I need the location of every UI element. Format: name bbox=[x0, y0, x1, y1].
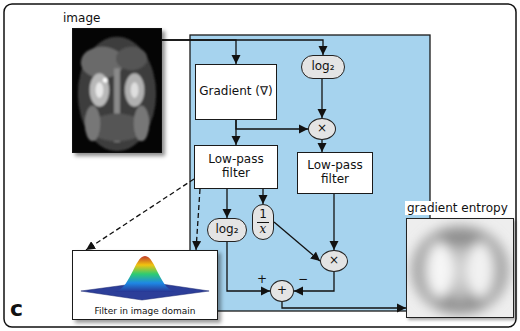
svg-rect bbox=[73, 29, 161, 152]
node-text-group: × bbox=[317, 122, 327, 136]
flow-arrow bbox=[321, 140, 322, 152]
process-box: Gradient (∇) bbox=[195, 64, 277, 120]
flow-arrow bbox=[333, 194, 334, 250]
sign-label: + bbox=[257, 273, 267, 285]
dashed-arrow bbox=[86, 179, 194, 250]
process-box: Low-pass filter bbox=[297, 152, 373, 194]
operator-pill: log₂ bbox=[207, 218, 247, 242]
process-box: Low-pass filter bbox=[194, 145, 278, 189]
node-text: + bbox=[277, 284, 287, 298]
flow-arrow bbox=[282, 302, 406, 308]
node-text: Gradient (∇) bbox=[199, 85, 272, 99]
flow-arrow bbox=[226, 189, 227, 218]
node-text: log₂ bbox=[215, 223, 238, 237]
svg-ellipse bbox=[78, 37, 156, 151]
sign-label: − bbox=[298, 273, 308, 285]
flow-arrow bbox=[321, 79, 322, 118]
node-text-group: + bbox=[277, 284, 287, 298]
node-text-group: Gradient (∇) bbox=[199, 85, 272, 99]
outer-panel bbox=[4, 4, 516, 327]
node-heading: gradient entropy bbox=[405, 201, 510, 215]
node-text-group: Low-pass filter bbox=[298, 159, 372, 187]
svg-g bbox=[78, 37, 156, 151]
svg-ellipse bbox=[90, 73, 110, 106]
mri-image bbox=[73, 29, 161, 152]
input-image: image bbox=[72, 28, 162, 153]
flow-arrow bbox=[227, 242, 270, 291]
entropy-image bbox=[407, 219, 513, 317]
svg-ellipse bbox=[125, 73, 145, 106]
flow-arrow bbox=[162, 40, 236, 64]
svg-ellipse bbox=[427, 243, 454, 298]
svg-ellipse bbox=[466, 243, 493, 298]
svg-rect bbox=[407, 219, 513, 317]
node-text: x bbox=[257, 222, 270, 237]
node-text-group: × bbox=[329, 254, 339, 268]
svg-ellipse bbox=[85, 106, 101, 141]
svg-ellipse bbox=[116, 47, 147, 71]
node-heading: image bbox=[63, 11, 100, 25]
svg-ellipse bbox=[95, 82, 103, 98]
node-text: Filter in image domain bbox=[95, 306, 196, 316]
node-text-group: log₂ bbox=[311, 60, 334, 74]
flow-arrow bbox=[274, 222, 320, 261]
svg-ellipse bbox=[411, 225, 509, 315]
node-text: × bbox=[329, 254, 339, 268]
operator-pill: log₂ bbox=[301, 55, 345, 79]
svg-circle bbox=[103, 78, 108, 83]
node-text: × bbox=[317, 122, 327, 136]
node-text-group: log₂ bbox=[215, 223, 238, 237]
flow-arrow bbox=[294, 272, 334, 291]
flow-arrow bbox=[236, 120, 308, 129]
sum-operator: + bbox=[270, 280, 294, 302]
svg-ellipse bbox=[455, 244, 465, 303]
filter-inset: Filter in image domain bbox=[72, 250, 218, 320]
process-panel bbox=[190, 35, 430, 311]
node-text: log₂ bbox=[311, 60, 334, 74]
svg-ellipse bbox=[131, 82, 139, 98]
output-image: gradient entropy bbox=[406, 218, 514, 318]
dashed-arrow bbox=[196, 189, 200, 250]
flow-arrow bbox=[262, 189, 263, 204]
flow-arrow bbox=[162, 40, 323, 55]
multiply-operator: × bbox=[308, 118, 336, 140]
node-text: 1 bbox=[256, 208, 270, 222]
node-text-group: Filter in image domain bbox=[95, 306, 196, 316]
svg-g bbox=[411, 225, 509, 315]
node-text: Low-pass filter bbox=[195, 153, 277, 181]
gaussian-filter-plot bbox=[73, 251, 217, 301]
reciprocal-operator: 1x bbox=[252, 204, 274, 240]
node-text: Low-pass filter bbox=[298, 159, 372, 187]
svg-path bbox=[112, 256, 177, 292]
node-text-group: 1x bbox=[256, 208, 270, 237]
node-text-group: Low-pass filter bbox=[195, 153, 277, 181]
svg-ellipse bbox=[134, 106, 150, 141]
multiply-operator: × bbox=[320, 250, 348, 272]
panel-letter: c bbox=[10, 298, 23, 320]
